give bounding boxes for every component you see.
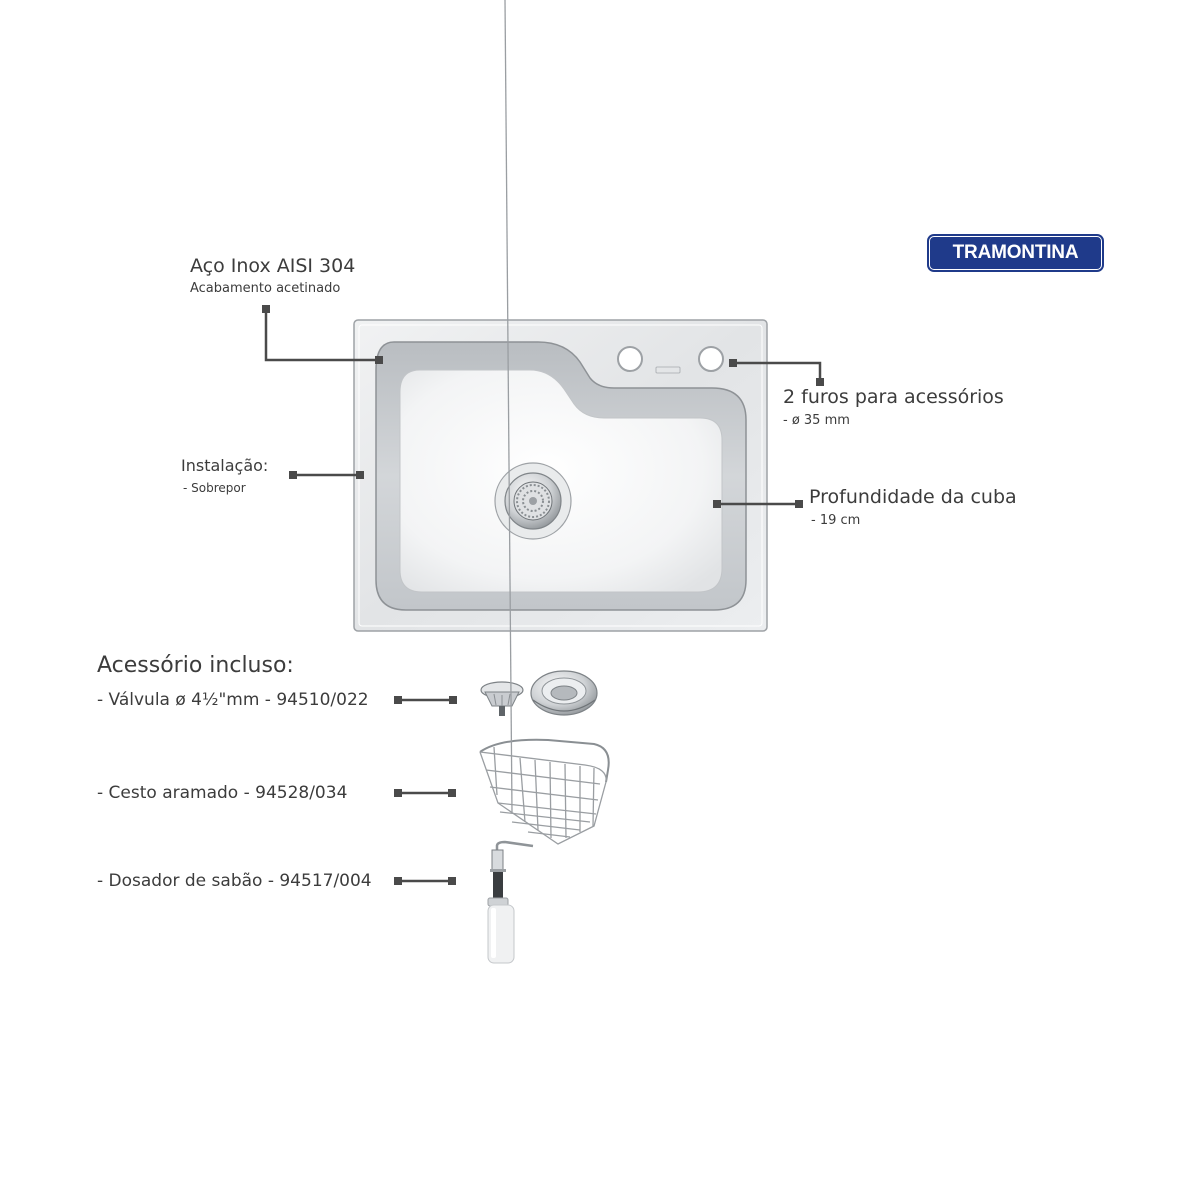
installation-title: Instalação: xyxy=(181,456,269,475)
installation-subtitle: - Sobrepor xyxy=(183,481,246,495)
holes-subtitle: - ø 35 mm xyxy=(783,413,850,428)
sink-drain-icon xyxy=(494,462,572,540)
drain-valve-icon xyxy=(480,670,598,716)
accessory-label-basket: - Cesto aramado - 94528/034 xyxy=(97,783,348,803)
material-subtitle: Acabamento acetinado xyxy=(190,281,341,296)
depth-subtitle: - 19 cm xyxy=(811,513,861,528)
brand-logo: TRAMONTINA xyxy=(929,236,1102,270)
holes-title: 2 furos para acessórios xyxy=(783,386,1004,408)
depth-title: Profundidade da cuba xyxy=(809,486,1017,508)
callout-leaders xyxy=(264,309,822,883)
sink-image xyxy=(353,319,768,632)
accessory-label-dispenser: - Dosador de sabão - 94517/004 xyxy=(97,871,372,891)
soap-dispenser-icon xyxy=(487,840,534,964)
accessories-heading: Acessório incluso: xyxy=(97,653,294,678)
wire-basket-icon xyxy=(479,0,610,845)
accessory-label-valve: - Válvula ø 4½"mm - 94510/022 xyxy=(97,690,369,710)
callout-markers xyxy=(262,305,824,885)
material-title: Aço Inox AISI 304 xyxy=(190,255,356,277)
